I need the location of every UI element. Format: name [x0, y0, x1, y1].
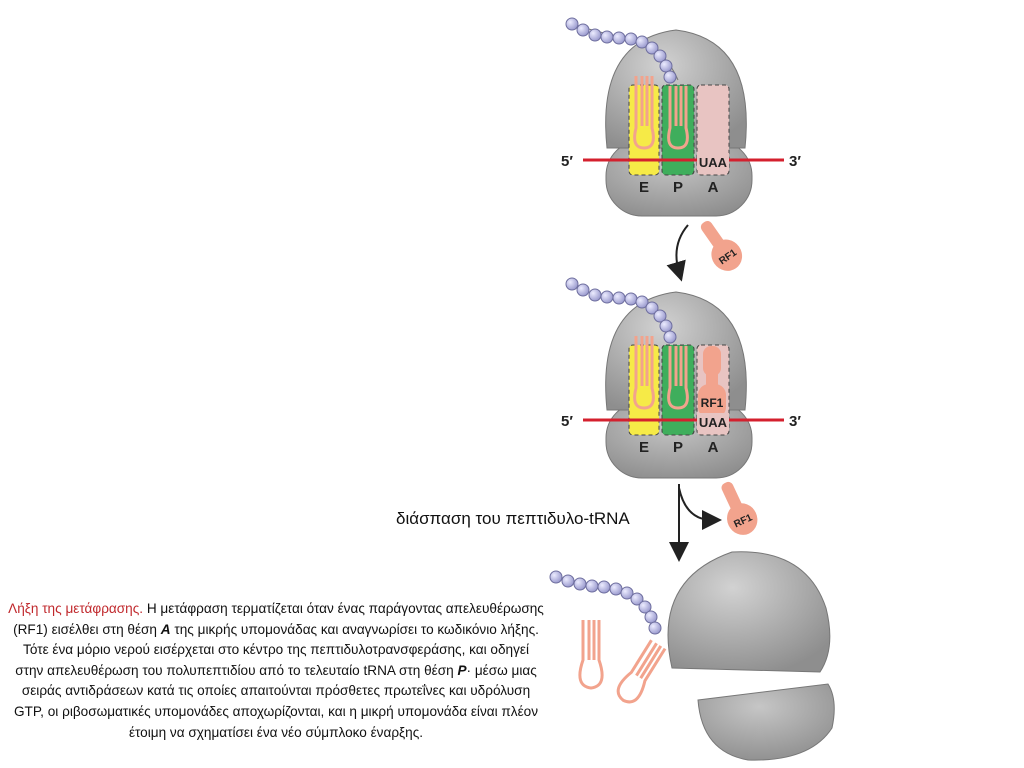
e-site-trna: [633, 336, 655, 410]
caption-title: Λήξη της μετάφρασης.: [8, 601, 144, 616]
site-p-label: P: [673, 179, 683, 196]
caption-text-1: Η μετάφραση τερματίζεται όταν ένας παράγ…: [13, 601, 544, 637]
panel2-ribosome: RF1 UAA 5′ 3′ E P A: [561, 277, 801, 479]
polypeptide-chain: [565, 277, 677, 344]
site-a-label: A: [708, 179, 719, 196]
a-site: [696, 84, 730, 176]
large-subunit: [667, 551, 831, 673]
panel1-ribosome: UAA 5′ 3′ E P A: [561, 17, 801, 217]
mrna-5-prime-label: 5′: [561, 153, 573, 170]
stop-codon-box: [697, 153, 729, 170]
site-e-label: E: [639, 439, 649, 456]
p-site-trna: [667, 86, 689, 150]
site-e-label: E: [639, 179, 649, 196]
released-rf1: RF1: [721, 481, 758, 535]
cleavage-step-label: διάσπαση του πεπτιδυλο-tRNA: [396, 509, 630, 528]
caption-site-a: A: [160, 621, 171, 637]
stop-codon-label: UAA: [699, 155, 728, 170]
mrna-5-prime-label: 5′: [561, 413, 573, 430]
bound-rf1-label: RF1: [701, 396, 724, 410]
caption-site-p: P: [457, 662, 467, 678]
panel3-dissociated: [549, 551, 835, 761]
stop-codon-box: [697, 413, 729, 430]
site-p-label: P: [673, 439, 683, 456]
small-subunit: [697, 683, 835, 761]
stop-codon-label: UAA: [699, 415, 728, 430]
released-polypeptide: [549, 570, 662, 635]
polypeptide-chain: [565, 17, 679, 84]
mrna-3-prime-label: 3′: [789, 413, 801, 430]
mrna-3-prime-label: 3′: [789, 153, 801, 170]
bound-rf1: [698, 346, 726, 418]
free-rf1: RF1: [700, 220, 743, 271]
released-trna: [578, 620, 604, 690]
released-peptidyl-trna: [616, 639, 667, 704]
p-site-trna: [667, 346, 689, 410]
step1-arrow: [666, 224, 689, 282]
site-a-label: A: [708, 439, 719, 456]
rf1-release-arrow: [678, 487, 722, 530]
caption-text-2: της μικρής υπομονάδας και αναγνωρίσει το…: [15, 621, 539, 678]
figure-caption: Λήξη της μετάφρασης. Η μετάφραση τερματί…: [8, 599, 544, 743]
caption-text-3: · μέσω μιας σειράς αντιδράσεων κατά τις …: [13, 662, 538, 740]
e-site-trna: [633, 76, 655, 150]
